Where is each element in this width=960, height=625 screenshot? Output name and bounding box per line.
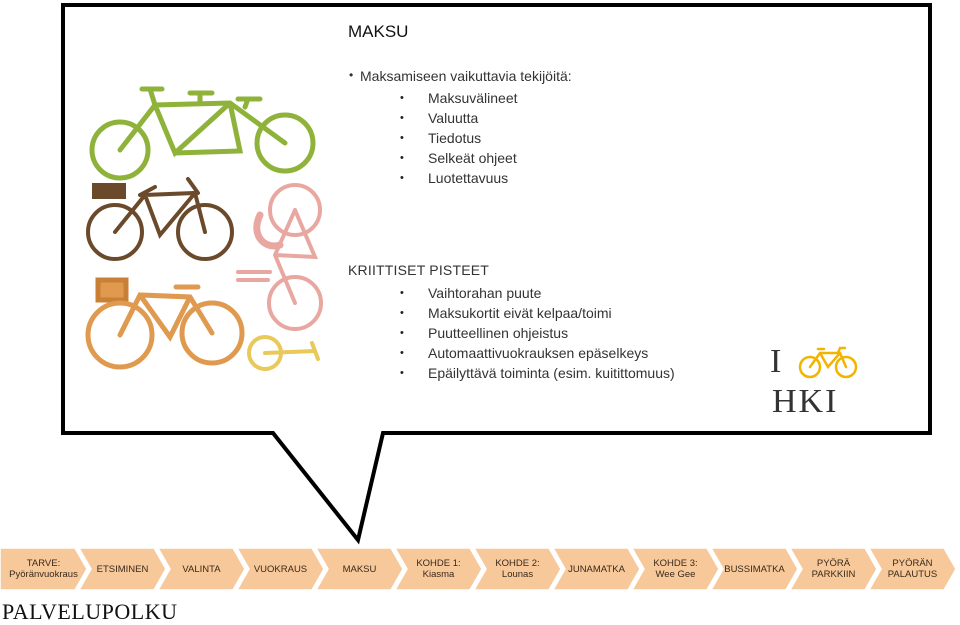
path-step: KOHDE 1: Kiasma	[395, 548, 482, 590]
path-step: KOHDE 2: Lounas	[474, 548, 561, 590]
path-step-label: JUNAMATKA	[568, 563, 625, 575]
path-step-label: VUOKRAUS	[253, 563, 308, 575]
chevron-shape	[237, 548, 324, 590]
path-step-label: ETSIMINEN	[96, 563, 149, 575]
path-step-label: BUSSIMATKA	[724, 563, 785, 575]
list-item: Tiedotus	[400, 128, 518, 148]
list-item: Puutteellinen ohjeistus	[400, 323, 675, 343]
basket-bike-icon	[85, 277, 245, 370]
chevron-shape	[0, 548, 87, 590]
path-step: VALINTA	[158, 548, 245, 590]
path-step: TARVE: Pyöränvuokraus	[0, 548, 87, 590]
list-item: Maksukortit eivät kelpaa/toimi	[400, 303, 675, 323]
section2-heading: KRIITTISET PISTEET	[348, 262, 490, 278]
chevron-shape	[316, 548, 403, 590]
path-step-label: KOHDE 3: Wee Gee	[653, 558, 698, 580]
path-step: PYÖRÄ PARKKIIN	[790, 548, 877, 590]
path-step: BUSSIMATKA	[711, 548, 798, 590]
vintage-bike-icon	[86, 177, 234, 261]
chevron-shape	[553, 548, 640, 590]
section1-list: Maksuvälineet Valuutta Tiedotus Selkeät …	[400, 88, 518, 188]
pink-bike-icon	[236, 183, 323, 331]
chevron-shape	[395, 548, 482, 590]
chevron-shape	[790, 548, 877, 590]
section1-heading: • Maksamiseen vaikuttavia tekijöitä:	[349, 68, 572, 84]
unicycle-icon	[247, 335, 320, 371]
logo-bottom-text: HKI	[772, 383, 839, 420]
tandem-bike-icon	[89, 86, 316, 181]
path-step-label: MAKSU	[342, 563, 377, 575]
service-path: TARVE: Pyöränvuokraus ETSIMINEN VALINTA VUO…	[0, 548, 960, 590]
list-item: Maksuvälineet	[400, 88, 517, 108]
path-step: VUOKRAUS	[237, 548, 324, 590]
bullet-icon: •	[349, 68, 354, 82]
list-item: Vaihtorahan puute	[400, 283, 675, 303]
footer-label: PALVELUPOLKU	[2, 599, 178, 624]
bike-icon	[798, 346, 858, 379]
path-step: KOHDE 3: Wee Gee	[632, 548, 719, 590]
chevron-shape	[79, 548, 166, 590]
path-step-label: VALINTA	[182, 563, 221, 575]
path-step: PYÖRÄN PALAUTUS	[869, 548, 956, 590]
path-step: ETSIMINEN	[79, 548, 166, 590]
list-item: Epäilyttävä toiminta (esim. kuitittomuus…	[400, 363, 675, 383]
chevron-shape	[474, 548, 561, 590]
chevron-shape	[158, 548, 245, 590]
chevron-shape	[869, 548, 956, 590]
chevron-shape	[632, 548, 719, 590]
path-step-label: TARVE: Pyöränvuokraus	[9, 558, 78, 580]
logo-top-text: I	[770, 343, 782, 380]
bicycles-illustration	[85, 86, 323, 371]
list-item: Selkeät ohjeet	[400, 148, 518, 168]
i-bike-hki-logo: I HKI	[770, 343, 860, 423]
path-step: JUNAMATKA	[553, 548, 640, 590]
path-step-label: PYÖRÄ PARKKIIN	[811, 558, 856, 580]
list-item: Luotettavuus	[400, 168, 518, 188]
path-step-label: KOHDE 1: Kiasma	[416, 558, 461, 580]
list-item: Automaattivuokrauksen epäselkeys	[400, 343, 675, 363]
path-step-label: KOHDE 2: Lounas	[495, 558, 540, 580]
slide-title: MAKSU	[348, 22, 409, 41]
path-step: MAKSU	[316, 548, 403, 590]
list-item: Valuutta	[400, 108, 518, 128]
section2-list: Vaihtorahan puute Maksukortit eivät kelp…	[400, 283, 675, 383]
chevron-shape	[711, 548, 798, 590]
path-step-label: PYÖRÄN PALAUTUS	[887, 558, 938, 580]
